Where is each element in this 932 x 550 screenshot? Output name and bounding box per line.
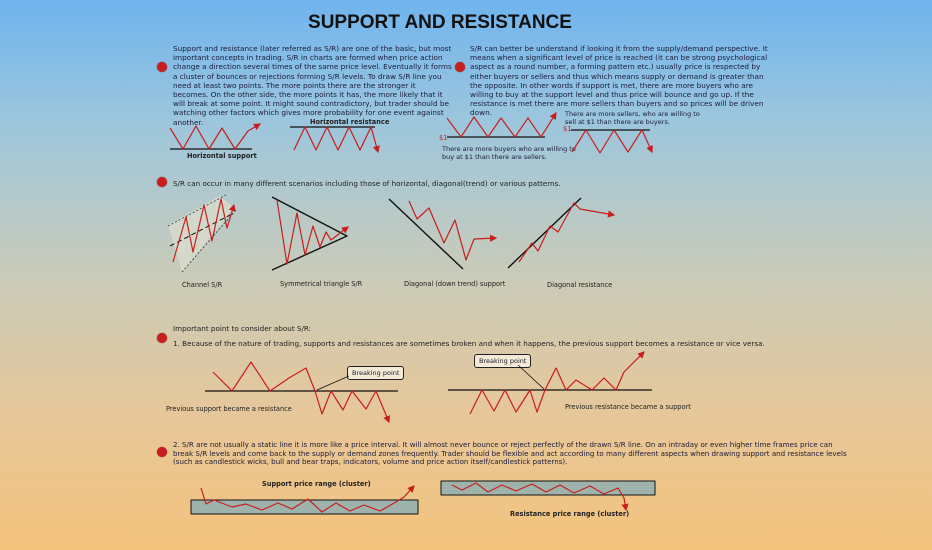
dollar-label-resistance: $1 xyxy=(563,125,572,133)
bullet-dot-intro-left xyxy=(157,62,167,72)
prev-resistance-label: Previous resistance became a support xyxy=(565,403,691,411)
resistance-cluster-diagram xyxy=(440,480,656,512)
intro-right-text: S/R can better be understand if looking … xyxy=(470,44,768,118)
bullet-dot-important xyxy=(157,333,167,343)
resistance-range-label: Resistance price range (cluster) xyxy=(510,510,630,518)
sellers-note: There are more sellers, who are willing … xyxy=(565,110,700,126)
support-cluster-diagram xyxy=(190,485,419,515)
intro-left-text: Support and resistance (later referred a… xyxy=(173,44,452,127)
horizontal-resistance-diagram xyxy=(290,126,380,154)
page-title: SUPPORT AND RESISTANCE xyxy=(308,12,572,33)
prev-support-label: Previous support became a resistance xyxy=(166,405,292,413)
dollar-label-support: $1 xyxy=(439,134,448,142)
support-becomes-resistance-diagram xyxy=(205,361,398,424)
scenarios-text: S/R can occur in many different scenario… xyxy=(173,179,561,188)
buyers-note: There are more buyers who are willing to… xyxy=(442,145,576,161)
breaking-point-callout-b: Breaking point xyxy=(474,354,532,368)
channel-diagram xyxy=(167,194,237,273)
horizontal-support-label: Horizontal support xyxy=(187,152,257,160)
triangle-diagram xyxy=(271,196,349,271)
bullet-dot-intro-right xyxy=(455,62,465,72)
buyers-support-diagram xyxy=(446,111,557,138)
triangle-label: Symmetrical triangle S/R xyxy=(280,280,363,288)
horizontal-resistance-label: Horizontal resistance xyxy=(310,118,390,126)
point2-text: 2. S/R are not usually a static line it … xyxy=(173,440,847,467)
sellers-resistance-diagram xyxy=(571,129,653,154)
diag-support-label: Diagonal (down trend) support xyxy=(404,280,506,288)
diagonal-resistance-diagram xyxy=(507,197,616,269)
breaking-point-callout-a: Breaking point xyxy=(347,366,405,380)
important-heading: Important point to consider about S/R: xyxy=(173,324,312,333)
point1-text: 1. Because of the nature of trading, sup… xyxy=(173,339,765,348)
channel-label: Channel S/R xyxy=(182,281,223,289)
resistance-becomes-support-diagram xyxy=(448,351,652,415)
horizontal-support-diagram xyxy=(169,123,262,150)
support-range-label: Support price range (cluster) xyxy=(262,480,371,488)
bullet-dot-scenarios xyxy=(157,177,167,187)
bullet-dot-point2 xyxy=(157,447,167,457)
diag-resistance-label: Diagonal resistance xyxy=(547,281,613,289)
diagonal-support-diagram xyxy=(388,198,498,270)
